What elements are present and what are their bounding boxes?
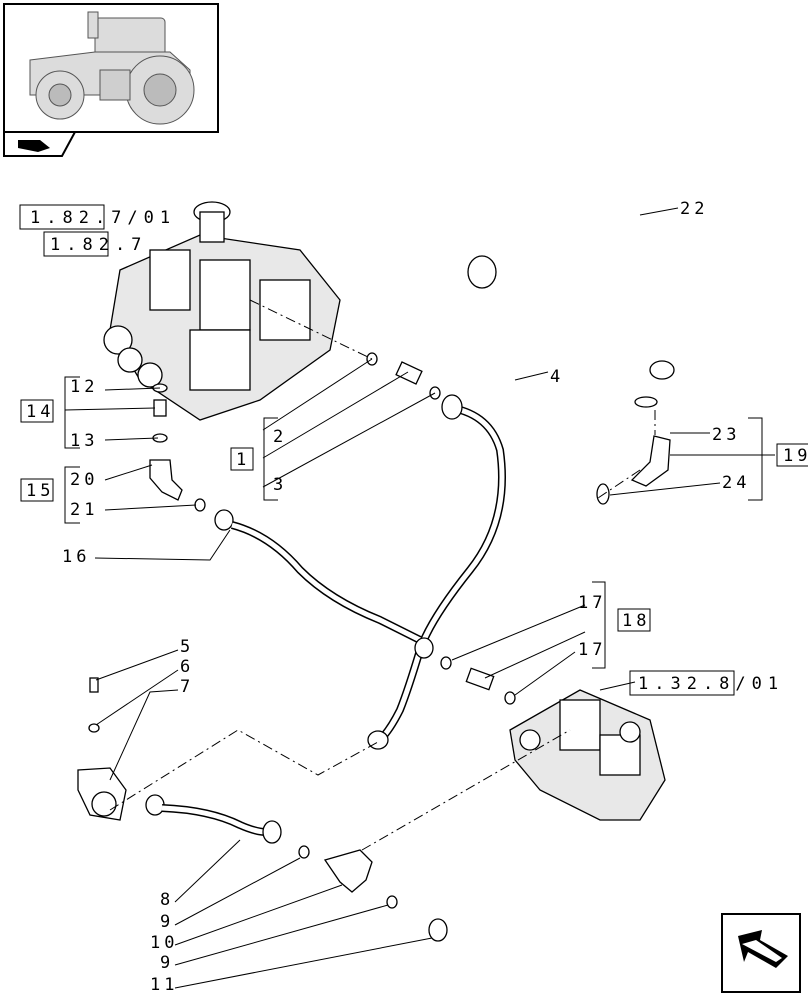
fittings bbox=[77, 352, 671, 942]
hose-8 bbox=[145, 794, 282, 844]
next-page-arrow-icon[interactable] bbox=[721, 913, 801, 993]
callout-4: 4 bbox=[550, 367, 564, 387]
rigid-pipe-22 bbox=[467, 200, 675, 380]
callout-1: 1 bbox=[236, 450, 250, 470]
callout-21: 21 bbox=[70, 500, 98, 520]
valve-block-assembly bbox=[103, 201, 341, 421]
callout-10: 10 bbox=[150, 933, 178, 953]
book-icon[interactable] bbox=[3, 131, 77, 157]
callout-labels: 22 4 2 1 3 23 19 24 12 14 13 20 15 21 16… bbox=[26, 199, 808, 995]
svg-text:1.82.7/01: 1.82.7/01 bbox=[30, 208, 176, 228]
callout-17-top: 17 bbox=[578, 593, 606, 613]
callout-18: 18 bbox=[622, 611, 650, 631]
callout-16: 16 bbox=[62, 547, 90, 567]
reference-box-1-32-8-01: 1.32.8/01 bbox=[629, 670, 784, 696]
callout-7: 7 bbox=[180, 677, 194, 697]
callout-8: 8 bbox=[160, 890, 174, 910]
callout-11: 11 bbox=[150, 975, 178, 995]
callout-12: 12 bbox=[70, 377, 98, 397]
callout-5: 5 bbox=[180, 637, 194, 657]
control-valve-block bbox=[509, 689, 666, 821]
bracket-frames bbox=[20, 376, 808, 669]
callout-17-bottom: 17 bbox=[578, 640, 606, 660]
svg-text:1.82.7: 1.82.7 bbox=[50, 235, 147, 255]
alignment-lines bbox=[109, 299, 656, 851]
callout-9-top: 9 bbox=[160, 912, 174, 932]
reference-box-1-82-7-01: 1.82.7/01 bbox=[19, 204, 176, 230]
callout-6: 6 bbox=[180, 657, 194, 677]
callout-13: 13 bbox=[70, 431, 98, 451]
callout-3: 3 bbox=[273, 475, 287, 495]
hose-4 bbox=[367, 394, 506, 750]
svg-text:1.32.8/01: 1.32.8/01 bbox=[638, 674, 784, 694]
callout-15: 15 bbox=[26, 481, 54, 501]
leader-lines bbox=[64, 207, 775, 989]
hose-16 bbox=[214, 509, 434, 659]
callout-24: 24 bbox=[722, 473, 750, 493]
callout-19: 19 bbox=[783, 446, 808, 466]
callout-22: 22 bbox=[680, 199, 708, 219]
callout-23: 23 bbox=[712, 425, 740, 445]
callout-14: 14 bbox=[26, 402, 54, 422]
reference-box-1-82-7: 1.82.7 bbox=[43, 231, 147, 257]
callout-20: 20 bbox=[70, 470, 98, 490]
tractor-thumbnail[interactable] bbox=[3, 3, 219, 133]
callout-9-bottom: 9 bbox=[160, 953, 174, 973]
callout-2: 2 bbox=[273, 427, 287, 447]
